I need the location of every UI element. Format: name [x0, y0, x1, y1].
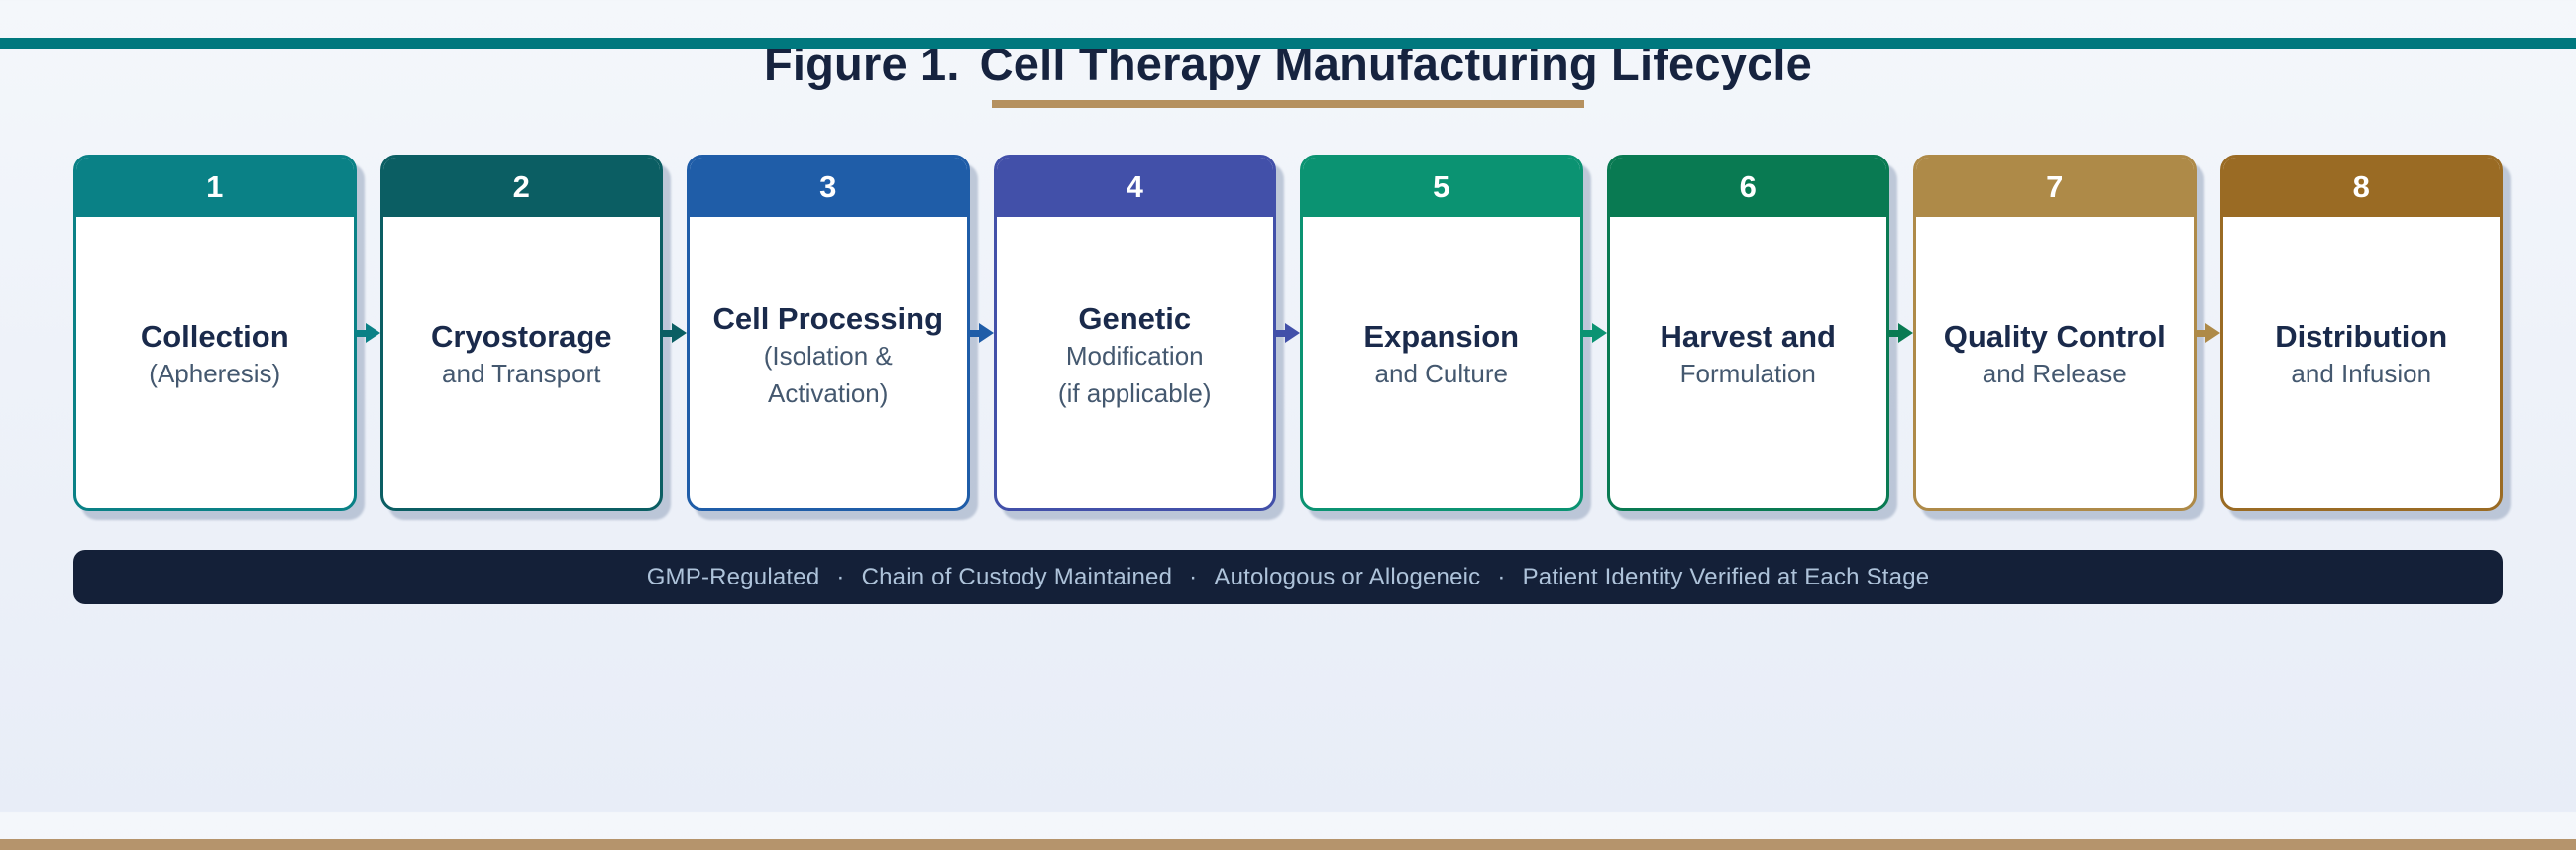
stage-4-subtitle: (if applicable)	[1057, 377, 1212, 408]
stage-3-number: 3	[819, 169, 837, 205]
stage-2-title: Cryostorage	[430, 318, 612, 354]
compliance-item: Autologous or Allogeneic	[1214, 563, 1481, 590]
stage-7-subtitle: and Release	[1982, 358, 2127, 388]
stage-2-body: Cryostorage and Transport	[383, 217, 661, 508]
stage-7-number: 7	[2046, 169, 2064, 205]
stage-5-number: 5	[1433, 169, 1450, 205]
flow-arrow-icon	[663, 313, 687, 353]
arrow-head	[1285, 323, 1300, 344]
arrow-stem	[969, 329, 979, 337]
flow-arrow-icon	[969, 313, 994, 353]
stage-6-header: 6	[1609, 158, 1886, 218]
stage-5-header: 5	[1303, 158, 1580, 218]
stage-1-header: 1	[76, 158, 354, 218]
arrow-head	[672, 323, 687, 344]
stage-1-number: 1	[206, 169, 224, 205]
flow-arrow-icon	[2196, 313, 2220, 353]
stage-7-body: Quality Control and Release	[1916, 217, 2194, 508]
stage-card-1: 1 Collection (Apheresis)	[73, 155, 357, 512]
arrow-stem	[1276, 329, 1285, 337]
stage-7-title: Quality Control	[1943, 318, 2166, 354]
stage-6-number: 6	[1739, 169, 1757, 205]
flow-arrow-icon	[1276, 313, 1300, 353]
arrow-stem	[663, 329, 672, 337]
stage-1-title: Collection	[140, 318, 289, 354]
stage-6-title: Harvest and	[1660, 318, 1836, 354]
compliance-item: Chain of Custody Maintained	[861, 563, 1173, 590]
lifecycle-flow-diagram: 1 Collection (Apheresis) 2 Cryostorage a…	[73, 155, 2503, 512]
stage-4-body: Genetic Modification (if applicable)	[997, 217, 1274, 508]
compliance-item: GMP-Regulated	[646, 563, 820, 590]
stage-3-subtitle: Activation)	[768, 377, 889, 408]
separator-dot: ·	[1497, 563, 1506, 590]
compliance-banner: GMP-Regulated · Chain of Custody Maintai…	[73, 550, 2503, 605]
stage-4-title: Genetic	[1078, 300, 1192, 336]
flow-arrow-icon	[1582, 313, 1607, 353]
stage-2-number: 2	[512, 169, 530, 205]
arrow-stem	[2196, 329, 2205, 337]
stage-2-subtitle: and Transport	[442, 358, 601, 388]
stage-2-header: 2	[382, 158, 660, 218]
stage-5-body: Expansion and Culture	[1303, 217, 1580, 508]
stage-4-subtitle: Modification	[1065, 340, 1204, 371]
stage-card-4: 4 Genetic Modification (if applicable)	[993, 155, 1276, 512]
stage-8-header: 8	[2222, 158, 2500, 218]
stage-7-header: 7	[1916, 158, 2194, 218]
separator-dot: ·	[836, 563, 845, 590]
compliance-item: Patient Identity Verified at Each Stage	[1522, 563, 1930, 590]
stage-card-6: 6 Harvest and Formulation	[1606, 155, 1889, 512]
stage-3-header: 3	[690, 158, 967, 218]
arrow-stem	[1889, 329, 1898, 337]
stage-6-subtitle: Formulation	[1679, 358, 1816, 388]
arrow-head	[365, 323, 380, 344]
stage-1-body: Collection (Apheresis)	[76, 217, 354, 508]
stage-card-5: 5 Expansion and Culture	[1300, 155, 1583, 512]
arrow-head	[1591, 323, 1607, 344]
separator-dot: ·	[1189, 563, 1198, 590]
stage-8-title: Distribution	[2275, 318, 2448, 354]
stage-8-body: Distribution and Infusion	[2223, 217, 2501, 508]
arrow-stem	[1582, 329, 1592, 337]
arrow-stem	[356, 329, 366, 337]
stage-8-subtitle: and Infusion	[2291, 358, 2432, 388]
stage-3-subtitle: (Isolation &	[763, 340, 893, 371]
stage-5-subtitle: and Culture	[1374, 358, 1508, 388]
stage-card-8: 8 Distribution and Infusion	[2219, 155, 2503, 512]
stage-card-7: 7 Quality Control and Release	[1913, 155, 2197, 512]
bottom-accent-strip	[0, 839, 2576, 850]
stage-4-number: 4	[1126, 169, 1143, 205]
stage-8-number: 8	[2352, 169, 2370, 205]
stage-1-subtitle: (Apheresis)	[149, 358, 281, 388]
stage-4-header: 4	[996, 158, 1273, 218]
arrow-head	[1898, 323, 1913, 344]
stage-5-title: Expansion	[1363, 318, 1520, 354]
stage-card-3: 3 Cell Processing (Isolation & Activatio…	[687, 155, 970, 512]
arrow-head	[2204, 323, 2220, 344]
title-underline	[992, 100, 1584, 109]
top-accent-strip	[0, 38, 2576, 49]
arrow-head	[978, 323, 994, 344]
stage-3-body: Cell Processing (Isolation & Activation)	[690, 217, 967, 508]
stage-card-2: 2 Cryostorage and Transport	[379, 155, 663, 512]
stage-3-title: Cell Processing	[712, 300, 944, 336]
stage-6-body: Harvest and Formulation	[1610, 217, 1887, 508]
flow-arrow-icon	[356, 313, 380, 353]
flow-arrow-icon	[1889, 313, 1913, 353]
